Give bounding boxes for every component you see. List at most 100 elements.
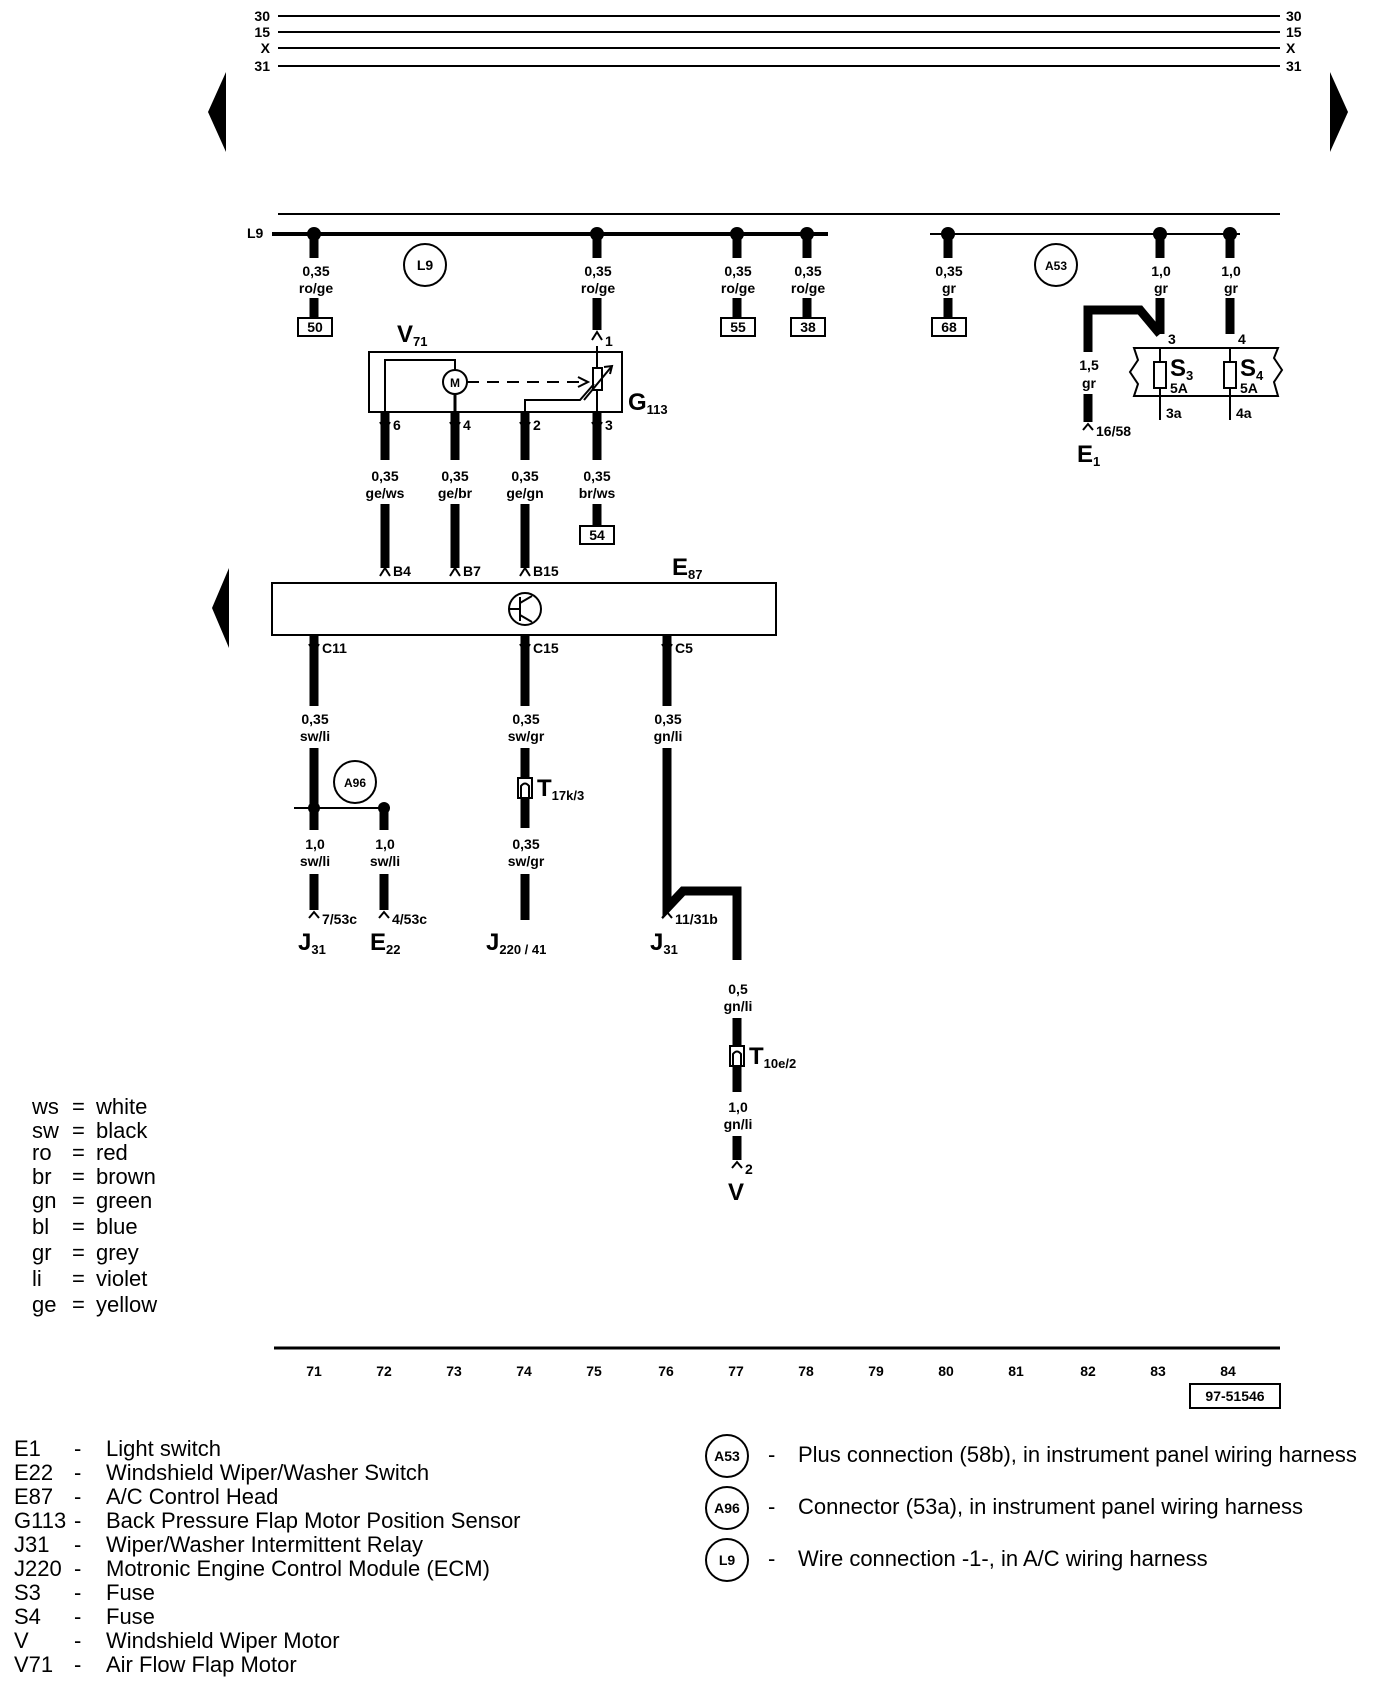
bus-label-31-left: 31 [254,58,270,74]
fuse-s3-rating: 5A [1170,380,1188,396]
track-number: 83 [1150,1363,1166,1379]
color-name: grey [96,1240,139,1265]
l9-legend-circle [705,1538,749,1582]
bus-label-30-left: 30 [254,8,270,24]
color-code: ws [31,1094,59,1119]
color-name: violet [96,1266,147,1291]
wire-74-d-color: sw/gr [508,853,545,869]
svg-text:=: = [72,1188,85,1213]
figure-id: 97-51546 [1189,1383,1281,1409]
component-code: E1 [14,1436,41,1461]
svg-text:E22: E22 [370,929,400,957]
wire-71-destination: 50 [297,317,333,337]
track-number: 81 [1008,1363,1024,1379]
wire-78-top-color: ro/ge [791,280,825,296]
wire-77-top-color: ro/ge [721,280,755,296]
svg-text:E87: E87 [672,554,702,582]
bus-label-x-right: X [1286,40,1296,56]
svg-text:68: 68 [941,319,957,335]
v71-component-label: V71 [397,321,427,349]
color-code: gn [32,1188,56,1213]
a96-connector-circle: A96 [333,760,377,804]
svg-text:-: - [74,1652,81,1677]
e87-pin-b4: B4 [393,563,411,579]
color-name: black [96,1118,148,1143]
track-number: 77 [728,1363,744,1379]
fuse-s3: S3 5A [1170,355,1193,396]
wire-77-destination: 55 [720,317,756,337]
continuation-arrow-icon [212,568,229,648]
wire-77-f-size: 1,0 [728,1099,748,1115]
color-code: li [32,1266,42,1291]
wire-72-d-size: 1,0 [375,836,395,852]
l9-bus-tag: L9 [247,225,264,241]
a96-legend-circle [705,1486,749,1530]
component-desc: Windshield Wiper Motor [106,1628,340,1653]
wire-76-c-size: 0,35 [654,711,681,727]
component-desc: Fuse [106,1580,155,1605]
e87-pin-c5: C5 [675,640,693,656]
e22-component-label: E22 [370,929,400,957]
component-code: J220 [14,1556,62,1581]
component-desc: Back Pressure Flap Motor Position Sensor [106,1508,521,1533]
wire-77-e-color: gn/li [724,998,753,1014]
svg-text:=: = [72,1140,85,1165]
svg-text:-: - [768,1442,775,1467]
color-name: white [95,1094,147,1119]
s3-pin-in: 3 [1168,331,1176,347]
color-code: bl [32,1214,49,1239]
color-name: green [96,1188,152,1213]
color-name: red [96,1140,128,1165]
connector-desc: Wire connection -1-, in A/C wiring harne… [798,1546,1208,1571]
prev-page-arrow-icon[interactable] [208,72,226,152]
svg-text:-: - [74,1436,81,1461]
svg-text:G113: G113 [628,389,668,417]
e1-component-label: E1 [1077,441,1100,469]
fuse-s4: S4 5A [1240,355,1264,396]
svg-text:J31: J31 [298,929,326,957]
wire-71-c-size: 0,35 [301,711,328,727]
wire-83-top-size: 1,0 [1151,263,1171,279]
l9-connector-circle: L9 [403,243,447,287]
svg-text:S3: S3 [1170,355,1193,383]
next-page-arrow-icon[interactable] [1330,72,1348,152]
color-name: yellow [96,1292,157,1317]
wire-71-c-color: sw/li [300,728,330,744]
svg-text:-: - [74,1556,81,1581]
svg-text:A53: A53 [1045,259,1067,273]
power-bus: 30 15 X 31 30 15 X 31 [254,8,1301,74]
component-code: S3 [14,1580,41,1605]
g113-pin-1: 1 [605,333,613,349]
track-number: 82 [1080,1363,1096,1379]
e1-pin: 16/58 [1096,423,1131,439]
svg-text:97-51546: 97-51546 [1205,1388,1264,1404]
wire-72-d-color: sw/li [370,853,400,869]
wire-84-top-size: 1,0 [1221,263,1241,279]
g113-pin-2: 2 [533,417,541,433]
svg-text:M: M [450,376,460,390]
j31-component-label-right: J31 [650,929,678,957]
color-code: ge [32,1292,56,1317]
svg-text:-: - [768,1494,775,1519]
component-code: V [14,1628,29,1653]
e87-control-head [271,582,777,636]
wire-71-top-size: 0,35 [302,263,329,279]
wire-74-c-size: 0,35 [512,711,539,727]
svg-text:=: = [72,1118,85,1143]
wire-81-top-size: 0,35 [935,263,962,279]
connector-legend: A53 - Plus connection (58b), in instrume… [705,1434,1357,1582]
color-legend: ws = white sw = black ro = red br = brow… [31,1094,157,1317]
e87-pin-c11: C11 [322,640,347,656]
wire-78-destination: 38 [790,317,826,337]
color-code: ro [32,1140,52,1165]
connector-code: A96 [714,1500,740,1516]
svg-text:-: - [74,1628,81,1653]
e87-pin-c15: C15 [533,640,559,656]
track-number: 74 [516,1363,532,1379]
a53-connector-circle: A53 [1034,243,1078,287]
wire-75-top-color: ro/ge [581,280,615,296]
component-code: V71 [14,1652,53,1677]
color-code: br [32,1164,52,1189]
track-number: 79 [868,1363,884,1379]
